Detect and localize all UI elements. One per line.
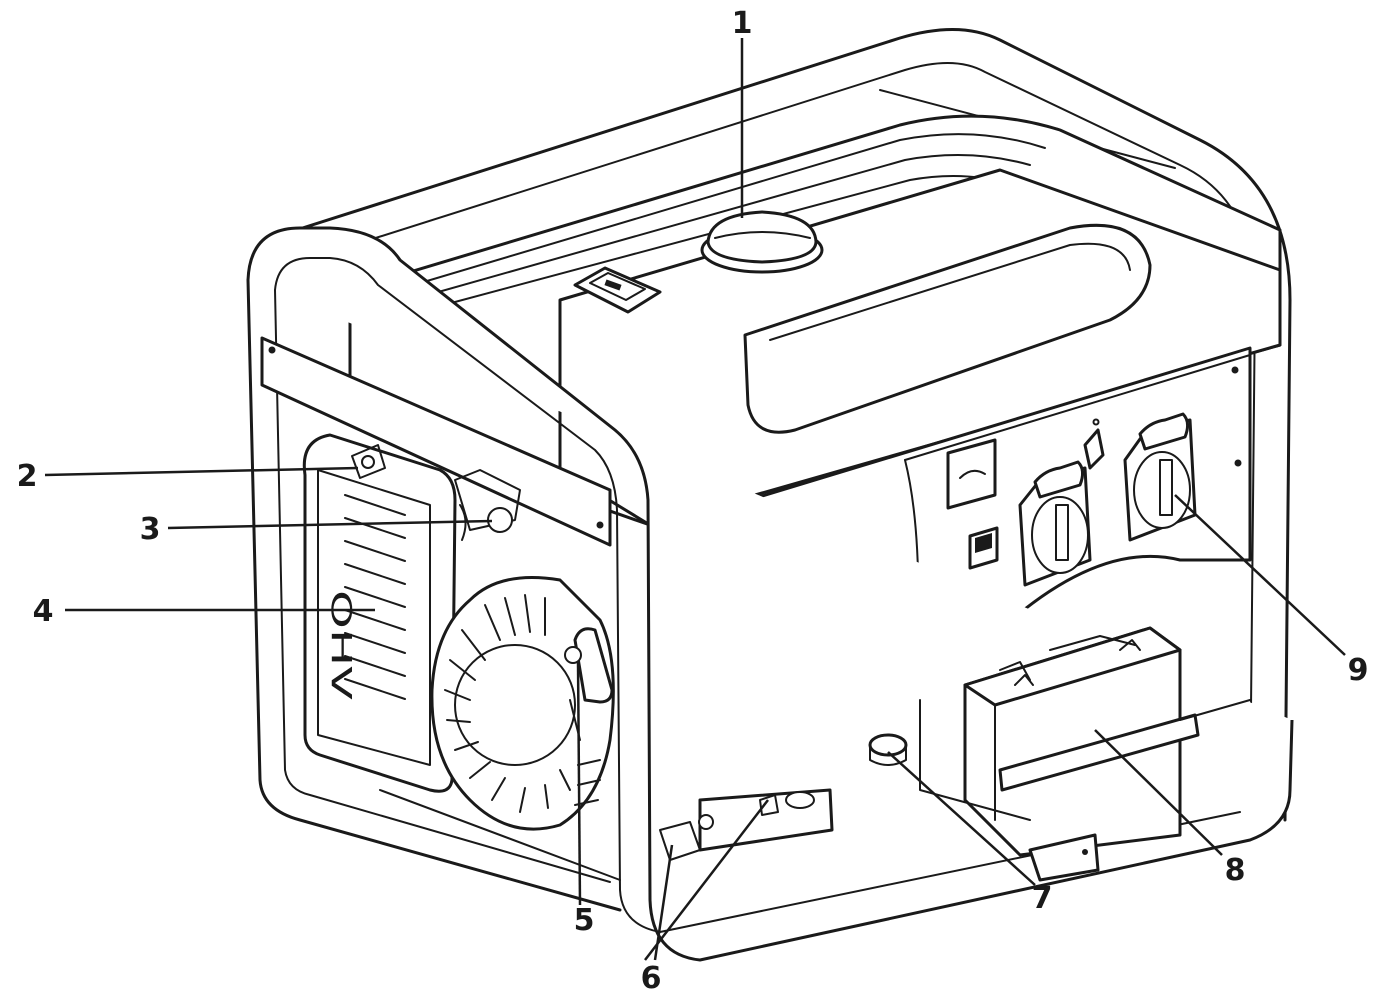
side-crossbar xyxy=(260,336,612,547)
callout-9: 9 xyxy=(1348,653,1369,688)
ac-socket-right xyxy=(1123,412,1197,542)
ohv-badge: OHV xyxy=(325,590,358,700)
callout-7: 7 xyxy=(1032,881,1053,916)
starter-grille-slots xyxy=(444,594,571,813)
air-filter-housing: OHV xyxy=(302,433,457,793)
control-panel xyxy=(946,418,1105,570)
callout-5: 5 xyxy=(574,903,595,938)
callout-1: 1 xyxy=(732,6,753,41)
recoil-starter xyxy=(430,576,615,831)
oil-drain-plug xyxy=(659,788,834,861)
ac-socket-left xyxy=(1018,460,1092,587)
fuel-cap xyxy=(700,210,824,274)
recoil-handle xyxy=(564,627,614,806)
battery xyxy=(963,626,1200,882)
oil-filler-cap xyxy=(868,733,908,766)
callout-8: 8 xyxy=(1225,853,1246,888)
top-handle-slot xyxy=(743,223,1152,434)
callout-2: 2 xyxy=(17,459,38,494)
callout-leaders xyxy=(44,38,1346,961)
callout-numbers: 1 2 3 4 5 6 7 8 9 xyxy=(17,6,1369,996)
fuel-gauge xyxy=(573,266,662,314)
callout-3: 3 xyxy=(140,512,161,547)
callout-6: 6 xyxy=(641,961,662,993)
callout-4: 4 xyxy=(33,594,54,629)
